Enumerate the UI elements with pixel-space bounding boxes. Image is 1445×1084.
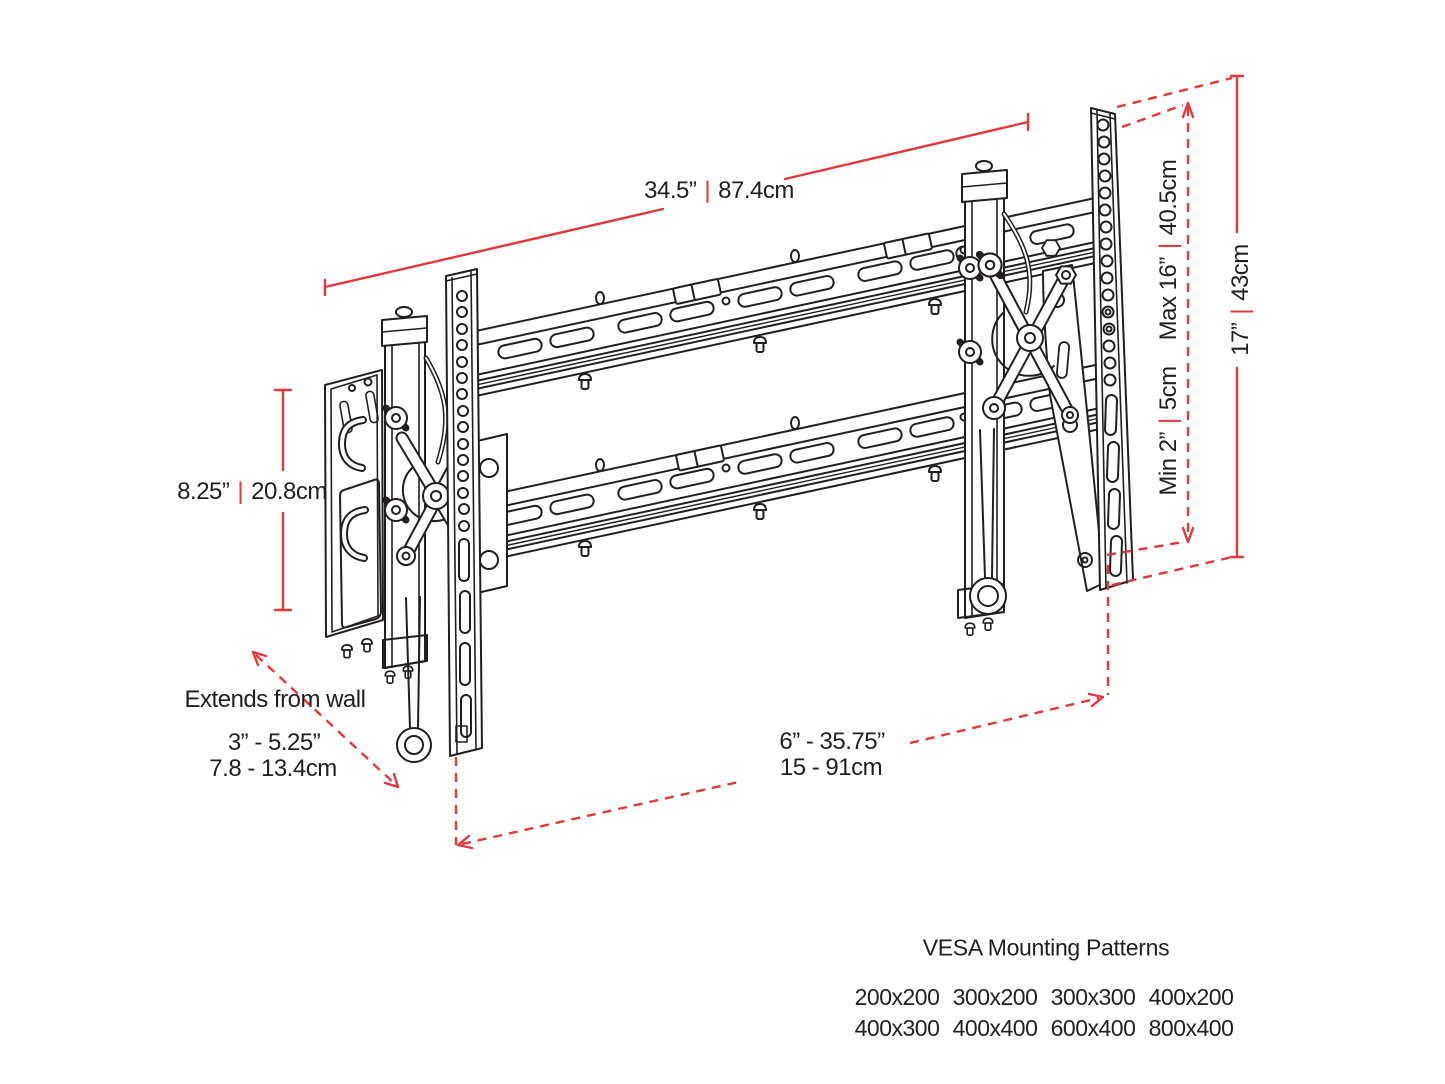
dim-separator: | — [237, 478, 244, 505]
extends-range-cm: 7.8 - 13.4cm — [209, 755, 337, 782]
dim-label-top-width: 34.5” | 87.4cm — [644, 177, 794, 205]
vesa-pattern: 300x300 — [1050, 984, 1136, 1010]
pull-tab-left — [396, 596, 432, 763]
bottom-range-cm: 15 - 91cm — [779, 754, 883, 781]
tilt-mechanism-right — [958, 160, 1079, 637]
dimension-annotations — [251, 74, 1245, 850]
dim-left-height-cm: 20.8cm — [251, 478, 327, 505]
dim-extends-arrow — [251, 650, 400, 789]
vesa-pattern: 400x200 — [1148, 984, 1234, 1010]
vesa-pattern: 400x300 — [854, 1015, 940, 1041]
dim-left-height-line — [273, 388, 293, 612]
extends-range-inches: 3” - 5.25” — [227, 729, 321, 756]
dim-separator: | — [1155, 418, 1182, 424]
vesa-pattern: 200x200 — [854, 984, 940, 1010]
dim-label-left-height: 8.25” | 20.8cm — [177, 478, 327, 506]
dim-right-height-line — [1229, 74, 1245, 559]
vesa-pattern-table: 200x200 300x200 300x300 400x200 400x300 … — [852, 984, 1236, 1042]
dim-separator: | — [1227, 308, 1254, 315]
dim-separator: | — [1155, 243, 1182, 250]
dim-right-height-cm: 43cm — [1227, 244, 1254, 301]
pull-tab-right — [969, 428, 1007, 615]
vesa-pattern: 300x200 — [952, 984, 1038, 1010]
dim-top-width-cm: 87.4cm — [718, 177, 794, 204]
vesa-pattern: 800x400 — [1148, 1015, 1234, 1041]
tv-bracket-left — [445, 268, 483, 757]
dim-max-inches: Max 16” — [1155, 257, 1182, 341]
dim-left-height-inches: 8.25” — [177, 478, 230, 505]
extends-from-wall-label: Extends from wall — [184, 686, 366, 713]
dim-max-cm: 40.5cm — [1155, 159, 1182, 236]
dim-minmax-arrow — [1106, 76, 1233, 587]
dim-label-max-height: Max 16” | 40.5cm — [1155, 160, 1183, 341]
dim-label-min-height: Min 2” | 5cm — [1155, 366, 1183, 495]
dim-right-height-inches: 17” — [1227, 322, 1254, 356]
wall-plate-left — [324, 369, 384, 659]
dim-label-right-height: 17” | 43cm — [1227, 244, 1255, 356]
dim-separator: | — [704, 177, 711, 204]
dim-bottom-range-line — [454, 565, 1110, 850]
vesa-title: VESA Mounting Patterns — [922, 934, 1170, 961]
dim-min-inches: Min 2” — [1155, 431, 1182, 496]
wall-rail-upper — [461, 196, 1101, 400]
vesa-pattern: 600x400 — [1050, 1015, 1136, 1041]
dim-top-width-line — [323, 112, 1030, 297]
dim-min-cm: 5cm — [1155, 366, 1182, 411]
vesa-pattern: 400x400 — [952, 1015, 1038, 1041]
tv-bracket-right — [1090, 107, 1134, 591]
dim-top-width-inches: 34.5” — [644, 177, 697, 204]
left-rail-connector-plate — [472, 433, 508, 595]
bottom-range-inches: 6” - 35.75” — [779, 728, 885, 755]
